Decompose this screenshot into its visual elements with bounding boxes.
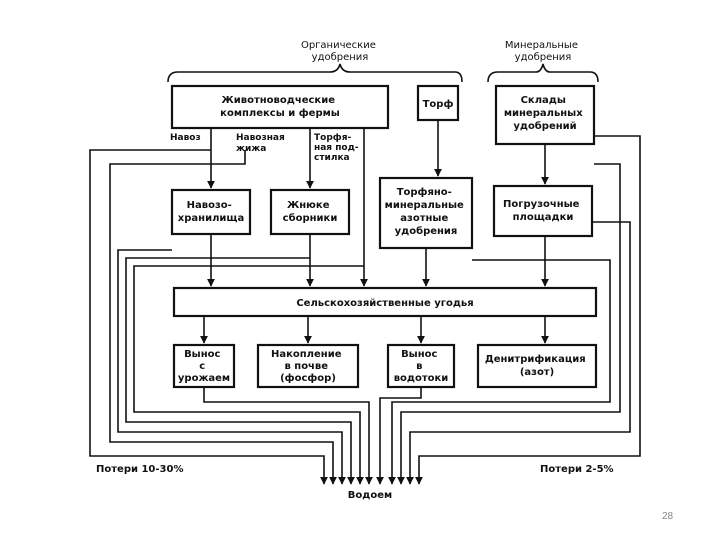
svg-text:Торф: Торф: [423, 98, 454, 110]
loss-line-right-4: [415, 135, 641, 485]
loss-line-left-2: [109, 150, 337, 485]
svg-text:Жнюке сборники: Жнюке сборники: [283, 200, 338, 224]
mineral-brace: [487, 63, 599, 83]
peat-box: Торф: [416, 84, 460, 122]
mineral-fertilizers-heading: Минеральные удобрения: [505, 40, 581, 63]
loss-line-stream: [376, 387, 422, 485]
losses-right-label: Потери 2-5%: [540, 464, 614, 475]
liquid-manure-label: Навозная жижа: [236, 133, 288, 154]
livestock-farms-box: Животноводческие комплексы и фермы: [170, 84, 390, 130]
loss-line-crop: [203, 387, 373, 485]
water-body-label: Водоем: [348, 490, 392, 501]
organic-fertilizers-heading: Органические удобрения: [301, 40, 379, 63]
loading-areas-box: Погрузочные площадки: [492, 184, 594, 238]
manure-storage-box: Навозо- хранилища: [170, 188, 252, 236]
svg-text:Накопление в почве: Накопление в почве (фосфор): [271, 349, 345, 384]
stream-removal-box: Вынос в водотоки: [386, 343, 456, 389]
loss-line-right-1: [388, 259, 611, 485]
svg-text:Торфяно- минеральные: Торфяно- минеральные азотные удобрения: [385, 186, 468, 237]
svg-text:Склады минеральных: Склады минеральных удобрений: [504, 95, 586, 132]
peat-bedding-label: Торфя- ная под- стилка: [314, 133, 362, 163]
peat-mineral-fertilizers-box: Торфяно- минеральные азотные удобрения: [378, 176, 474, 250]
svg-text:Погрузочные площадки: Погрузочные площадки: [503, 199, 583, 223]
loss-line-right-2: [397, 163, 621, 485]
svg-text:Вынос с урожаем: Вынос с урожаем: [178, 349, 230, 384]
loss-line-left-5: [133, 265, 364, 485]
organic-brace: [167, 63, 463, 83]
svg-text:Животноводческие комплек: Животноводческие комплексы и фермы: [220, 95, 340, 119]
loss-line-left-3: [117, 249, 346, 485]
svg-text:Вынос в водотоки: Вынос в водотоки: [394, 349, 449, 384]
loss-line-left-4: [125, 257, 355, 485]
loss-line-left-1: [89, 149, 328, 485]
farmland-box: Сельскохозяйственные угодья: [172, 286, 598, 318]
losses-left-label: Потери 10-30%: [96, 464, 183, 475]
loss-line-right-3: [406, 221, 631, 485]
fertilizer-warehouses-box: Склады минеральных удобрений: [494, 84, 596, 146]
svg-text:Денитрификация (азот): Денитрификация (азот): [485, 353, 589, 378]
svg-text:Сельскохозяйственные угодья: Сельскохозяйственные угодья: [296, 298, 473, 309]
denitrification-box: Денитрификация (азот): [476, 343, 598, 389]
soil-accumulation-box: Накопление в почве (фосфор): [256, 343, 360, 389]
crop-removal-box: Вынос с урожаем: [172, 343, 236, 389]
liquid-collectors-box: Жнюке сборники: [269, 188, 351, 236]
svg-text:Навозо- хранилища: Навозо- хранилища: [178, 200, 244, 224]
slide-number: 28: [662, 511, 674, 522]
manure-label: Навоз: [170, 133, 201, 143]
